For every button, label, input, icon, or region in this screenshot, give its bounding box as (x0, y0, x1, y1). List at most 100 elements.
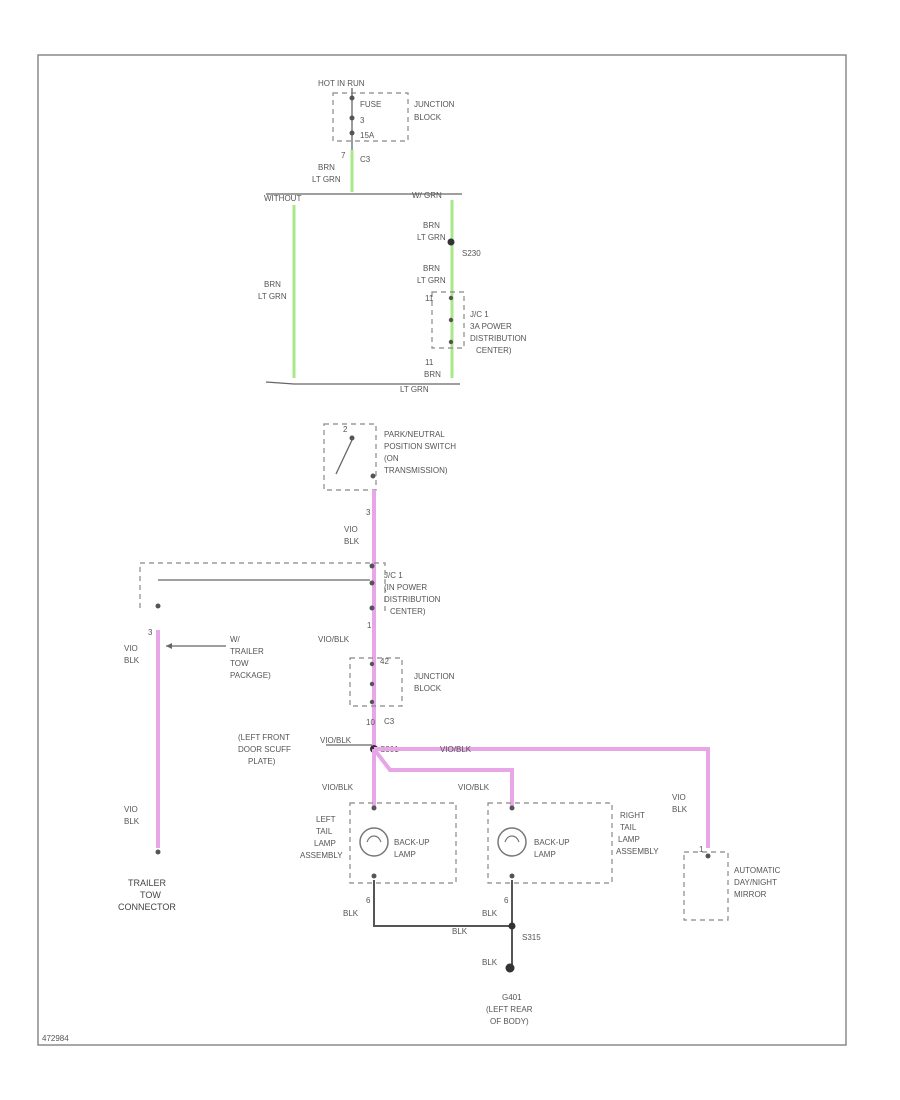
trailer-connector-label-3: CONNECTOR (118, 902, 176, 912)
pdc-a-label-1: J/C 1 (470, 310, 489, 319)
pdc-a-pin-top: 11 (425, 294, 434, 303)
backup-lamp-left-1: BACK-UP (394, 838, 430, 847)
pdc-b-label-3: DISTRIBUTION (384, 595, 441, 604)
wire-vio-blk-label: VIO/BLK (318, 635, 350, 644)
wire-pin-10: 10 (366, 718, 375, 727)
splice-s315-dot (508, 922, 516, 930)
trailer-pkg-4: PACKAGE) (230, 671, 271, 680)
left-tail-label-4: ASSEMBLY (300, 851, 343, 860)
right-tail-label-1: RIGHT (620, 811, 645, 820)
pdc-b-label-4: CENTER) (390, 607, 426, 616)
right-tail-label-3: LAMP (618, 835, 640, 844)
wire-bot-color-2: LT GRN (400, 385, 429, 394)
gnd-main-wire: BLK (482, 958, 498, 967)
trailer-wire-1: VIO (124, 644, 138, 653)
left-tail-label-3: LAMP (314, 839, 336, 848)
ground-label-2: (LEFT REAR (486, 1005, 533, 1014)
wire-top-pin: 7 (341, 151, 346, 160)
wire-mid-color-3: BRN (423, 264, 440, 273)
trailer-wire-2: BLK (124, 656, 140, 665)
wire-pn-color-1: VIO (344, 525, 358, 534)
trailer-bot-wire-2: BLK (124, 817, 140, 826)
ground-wire-left (373, 880, 512, 927)
pdc-a-label-2: 3A POWER (470, 322, 512, 331)
wire-top-color-2: LT GRN (312, 175, 341, 184)
gnd-left-wire: BLK (343, 909, 359, 918)
bus-left-label: WITHOUT (264, 194, 301, 203)
trailer-pkg-2: TRAILER (230, 647, 264, 656)
pdc-a-label-3: DISTRIBUTION (470, 334, 527, 343)
park-neutral-position-switch: 2 PARK/NEUTRAL POSITION SWITCH (ON TRANS… (323, 423, 456, 491)
left-front-door-label-1: (LEFT FRONT (238, 733, 290, 742)
wire-top-color-1: BRN (318, 163, 335, 172)
pin-left-gnd: 6 (366, 896, 371, 905)
gnd-bus-wire: BLK (452, 927, 468, 936)
fuse-number: 3 (360, 116, 365, 125)
left-front-door-label-2: DOOR SCUFF (238, 745, 291, 754)
backup-lamp-right-1: BACK-UP (534, 838, 570, 847)
right-tail-label-2: TAIL (620, 823, 637, 832)
left-tail-lamp-assembly: BACK-UP LAMP LEFT TAIL LAMP ASSEMBLY (300, 802, 457, 884)
pdc-b-label-2: (IN POWER (384, 583, 427, 592)
trailer-connector-pin (155, 849, 161, 855)
power-distribution-center-a: 11 J/C 1 3A POWER DISTRIBUTION CENTER) (425, 291, 527, 355)
power-distribution-center-b: J/C 1 (IN POWER DISTRIBUTION CENTER) (139, 562, 441, 616)
left-tail-label-1: LEFT (316, 815, 336, 824)
connector-c3-mid: C3 (384, 717, 395, 726)
backup-lamp-right-2: LAMP (534, 850, 556, 859)
wire-bot-color-1: BRN (424, 370, 441, 379)
wire-mid-color-1: BRN (423, 221, 440, 230)
wire-pn-pin: 3 (366, 508, 371, 517)
auto-label-2: DAY/NIGHT (734, 878, 777, 887)
option-bus-bottom (265, 381, 460, 385)
pn-label-1: PARK/NEUTRAL (384, 430, 445, 439)
splice-s315-label: S315 (522, 933, 541, 942)
wire-pin-11: 11 (425, 358, 434, 367)
pdc-b-label-1: J/C 1 (384, 571, 403, 580)
pn-label-3: (ON (384, 454, 399, 463)
trailer-pin: 3 (148, 628, 153, 637)
pin-right-gnd: 6 (504, 896, 509, 905)
wire-left-color-1: BRN (264, 280, 281, 289)
pn-label-2: POSITION SWITCH (384, 442, 456, 451)
left-tail-label-2: TAIL (316, 827, 333, 836)
ground-label-3: OF BODY) (490, 1017, 529, 1026)
trailer-pkg-1: W/ (230, 635, 241, 644)
hot-in-run-label: HOT IN RUN (318, 79, 365, 88)
trailer-connector-label-1: TRAILER (128, 878, 167, 888)
auto-label-3: MIRROR (734, 890, 767, 899)
backup-lamp-left-2: LAMP (394, 850, 416, 859)
ground-label-1: G401 (502, 993, 522, 1002)
wire-vio-blk-to-mirror (374, 747, 710, 848)
junction-block-lower: 42 JUNCTION BLOCK (349, 657, 455, 707)
jb-label-1: JUNCTION (414, 672, 455, 681)
trailer-pkg-3: TOW (230, 659, 249, 668)
jb-pin: 42 (380, 657, 389, 666)
gnd-right-wire: BLK (482, 909, 498, 918)
wire-vio-blk-5: VIO/BLK (458, 783, 490, 792)
pn-pin: 2 (343, 425, 348, 434)
jb-label-2: BLOCK (414, 684, 442, 693)
splice-s230-label: S230 (462, 249, 481, 258)
wire-mid-color-4: LT GRN (417, 276, 446, 285)
junction-block-fuse: HOT IN RUN FUSE 3 15A JUNCTION BLOCK (318, 79, 455, 150)
bus-right-label: W/ GRN (412, 191, 442, 200)
pdc-a-label-4: CENTER) (476, 346, 512, 355)
wire-vio-blk-4: VIO/BLK (322, 783, 354, 792)
trailer-connector-label-2: TOW (140, 890, 161, 900)
wire-vio-blk-pin: 1 (367, 621, 372, 630)
wire-vio-blk-2: VIO/BLK (320, 736, 352, 745)
auto-pin: 1 (699, 845, 704, 854)
connector-c3-top: C3 (360, 155, 371, 164)
ground-g401-dot (505, 963, 515, 973)
auto-wire-1: VIO (672, 793, 686, 802)
fuse-amp: 15A (360, 131, 375, 140)
auto-wire-2: BLK (672, 805, 688, 814)
diagram-frame (37, 54, 847, 1046)
trailer-package-arrow (166, 643, 172, 649)
wire-vio-blk-to-right-lamp (372, 747, 514, 808)
wire-vio-blk-3: VIO/BLK (440, 745, 472, 754)
wire-mid-color-2: LT GRN (417, 233, 446, 242)
right-tail-label-4: ASSEMBLY (616, 847, 659, 856)
